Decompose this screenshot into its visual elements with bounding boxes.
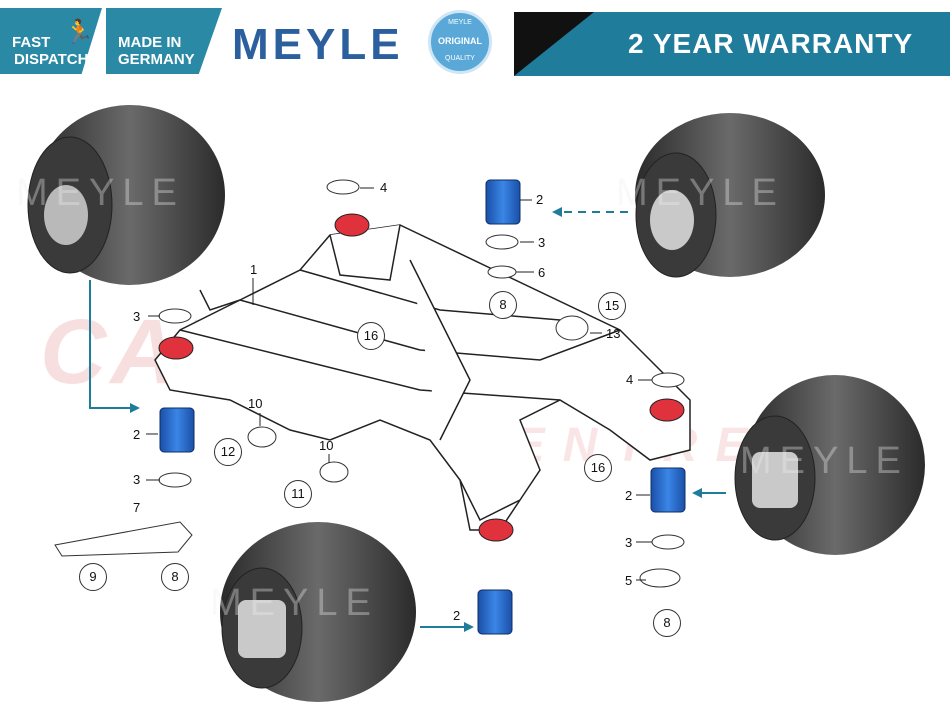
label-2-bottom: 2	[453, 608, 461, 623]
runner-icon: 🏃	[64, 19, 94, 46]
label-12: 12	[214, 438, 242, 466]
fast-dispatch-line1: FAST	[12, 34, 51, 51]
arrow-head-icon	[464, 622, 474, 632]
label-3-left: 3	[133, 309, 141, 324]
label-2-left: 2	[133, 427, 141, 442]
label-3-right-bottom: 3	[625, 535, 633, 550]
bushing-photo-bottom-center	[220, 522, 416, 702]
replacement-bushings-blue	[159, 179, 686, 635]
arrow-head-icon	[692, 488, 702, 498]
bushing-photo-right	[734, 375, 925, 555]
label-3-left-bottom: 3	[133, 472, 141, 487]
bushing-photo-top-left	[27, 105, 225, 285]
label-9: 9	[79, 563, 107, 591]
header-banner: FAST DISPATCH 🏃 MADE IN GERMANY MEYLE ME…	[0, 0, 950, 82]
label-1: 1	[250, 262, 258, 277]
label-4-right: 4	[626, 372, 634, 387]
seal-middle: ORIGINAL	[438, 36, 482, 46]
arrow-head-icon	[552, 207, 562, 217]
arrow-head-icon	[130, 403, 140, 413]
fast-dispatch-line2: DISPATCH	[14, 51, 89, 68]
bushing-photo-top-right	[635, 113, 825, 278]
label-16-right: 16	[584, 454, 612, 482]
bushing-watermark-1: MEYLE	[16, 172, 185, 214]
leader-lines	[146, 187, 652, 581]
label-8-right: 8	[653, 609, 681, 637]
label-16-top: 16	[357, 322, 385, 350]
meyle-logo: MEYLE	[232, 20, 404, 69]
warranty-badge	[514, 12, 950, 76]
label-8-top: 8	[489, 291, 517, 319]
made-in-line2: GERMANY	[118, 51, 195, 68]
seal-top: MEYLE	[448, 19, 472, 26]
label-11: 11	[284, 480, 312, 508]
label-3-top: 3	[538, 235, 546, 250]
label-13: 13	[606, 326, 621, 341]
bushing-watermark-2: MEYLE	[616, 172, 785, 214]
bushing-watermark-3: MEYLE	[740, 440, 909, 482]
pointer-arrows	[89, 211, 726, 628]
label-6: 6	[538, 265, 546, 280]
label-4-top: 4	[380, 180, 388, 195]
label-10-right: 10	[319, 438, 334, 453]
mount-bushings-red	[158, 213, 685, 542]
made-in-line1: MADE IN	[118, 34, 182, 51]
bushing-watermark-4: MEYLE	[210, 582, 379, 624]
label-2-top: 2	[536, 192, 544, 207]
label-8-left: 8	[161, 563, 189, 591]
label-10-left: 10	[248, 396, 263, 411]
subframe-body	[154, 224, 691, 531]
label-5: 5	[625, 573, 633, 588]
label-2-right: 2	[625, 488, 633, 503]
washers	[158, 179, 685, 588]
bracket-part	[54, 521, 193, 557]
warranty-text: 2 YEAR WARRANTY	[628, 28, 914, 59]
original-quality-seal: MEYLE ORIGINAL QUALITY	[428, 10, 492, 74]
label-7: 7	[133, 500, 141, 515]
seal-bottom: QUALITY	[445, 55, 475, 62]
label-15: 15	[598, 292, 626, 320]
